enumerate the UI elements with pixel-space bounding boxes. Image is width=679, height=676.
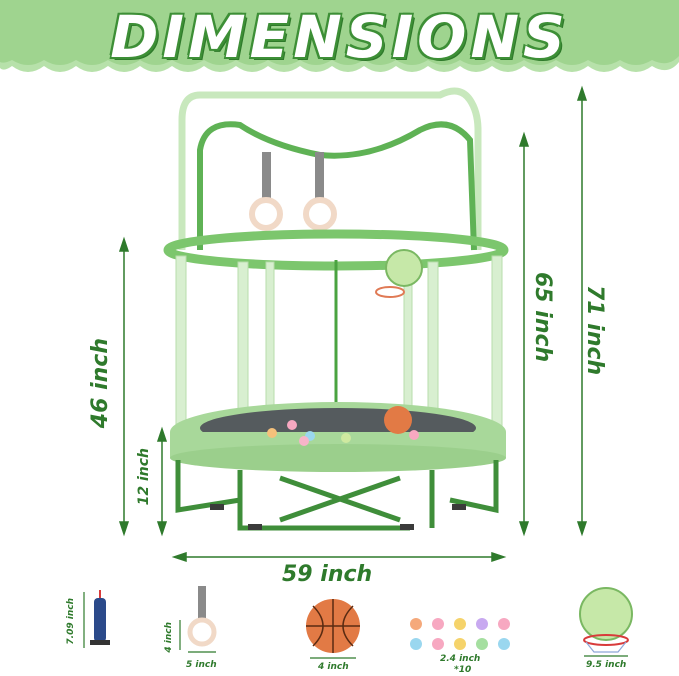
hoop-size-label: 9.5 inch — [586, 660, 627, 670]
basketball-size-label: 4 inch — [318, 662, 349, 672]
strap-right — [315, 152, 324, 200]
total-height-label: 71 inch — [582, 285, 607, 376]
balls-image — [410, 618, 510, 650]
hoop-rim — [375, 286, 405, 298]
net-height-label: 46 inch — [88, 338, 113, 429]
ring-height-label: 4 inch — [164, 622, 174, 653]
basketball-on-mat — [384, 406, 412, 434]
outer-arch — [178, 87, 482, 250]
balls-size-label: 2.4 inch — [440, 654, 481, 664]
poles — [175, 255, 503, 443]
pump-size-label: 7.09 inch — [66, 598, 76, 645]
ring-right — [303, 197, 337, 231]
hoop-image — [579, 587, 633, 657]
basketball-image — [306, 599, 360, 659]
pump-image — [83, 590, 110, 648]
mat-height-label: 12 inch — [136, 448, 152, 506]
mat-bottom — [170, 444, 506, 472]
ring-image — [179, 586, 217, 653]
dimension-lines — [118, 85, 588, 563]
strap-left — [262, 152, 271, 200]
balls-count-label: *10 — [454, 665, 472, 675]
ring-width-label: 5 inch — [186, 660, 217, 670]
legs — [175, 460, 499, 531]
frame-height-label: 65 inch — [530, 272, 555, 363]
header-banner: DIMENSIONS — [0, 0, 679, 80]
banner-background — [0, 0, 679, 72]
diameter-label: 59 inch — [282, 562, 373, 587]
page-title: DIMENSIONS — [110, 3, 569, 71]
ring-left — [249, 197, 283, 231]
hoop-board — [385, 249, 423, 287]
